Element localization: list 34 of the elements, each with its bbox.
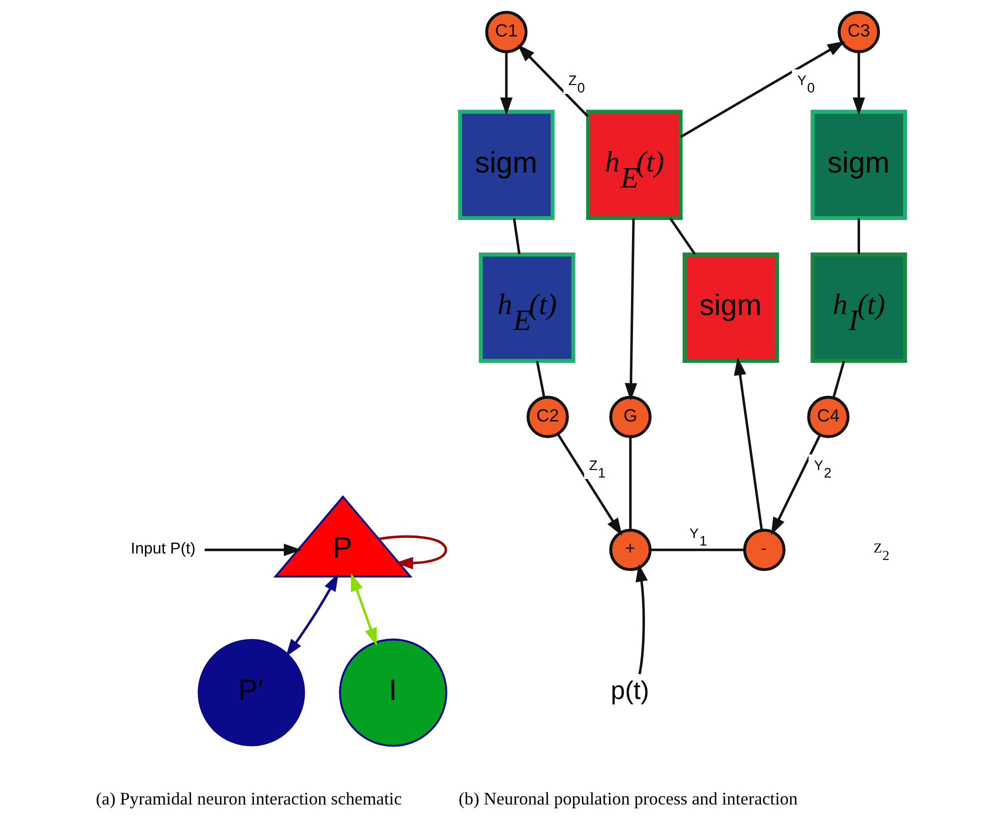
- connector: [650, 548, 744, 552]
- node-text: p(t): [610, 676, 649, 705]
- connector: [668, 218, 696, 255]
- arrow: [378, 535, 447, 570]
- node-circle: C2: [526, 396, 568, 438]
- arrow: [204, 544, 302, 556]
- arrow: [852, 52, 865, 116]
- connector: [628, 436, 632, 530]
- arrow: [733, 357, 762, 531]
- node-box: sigm: [810, 110, 907, 220]
- node-circle: I: [338, 638, 447, 747]
- arrow: [770, 434, 821, 536]
- connector: [857, 218, 860, 254]
- node-circle: C1: [484, 10, 528, 54]
- node-circle: -: [742, 528, 785, 572]
- node-box: sigm: [682, 252, 779, 363]
- node-text: Input P(t): [130, 540, 196, 558]
- node-circle: C4: [806, 396, 849, 438]
- arrow: [624, 218, 637, 401]
- connector: [535, 360, 545, 398]
- node-circle: +: [608, 528, 652, 572]
- arrow: [635, 564, 648, 674]
- label: (a) Pyramidal neuron interaction schematic: [95, 788, 402, 808]
- node-box: sigm: [458, 110, 554, 220]
- arrow: [285, 573, 338, 657]
- node-circle: G: [608, 396, 652, 438]
- label: (b) Neuronal population process and interaction: [458, 788, 798, 808]
- arrow: [680, 40, 845, 138]
- arrow: [556, 433, 622, 536]
- node-circle: C3: [837, 10, 880, 54]
- arrow: [350, 573, 376, 646]
- connector: [512, 218, 520, 254]
- connector: [832, 360, 845, 398]
- arrow: [500, 52, 512, 116]
